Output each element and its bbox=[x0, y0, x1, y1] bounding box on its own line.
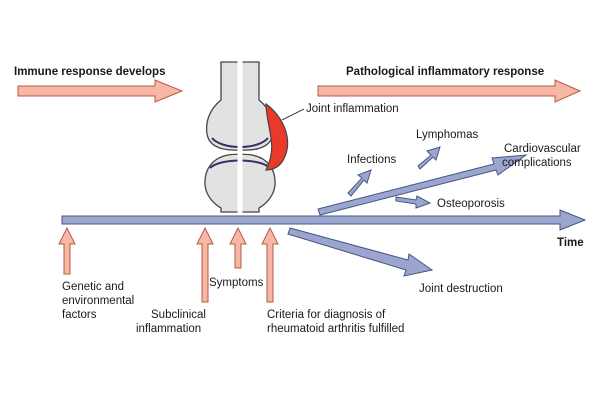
time-axis-label: Time bbox=[557, 237, 584, 249]
pathological-response-arrow bbox=[317, 79, 582, 103]
pathological-response-heading: Pathological inflammatory response bbox=[346, 66, 544, 78]
immune-response-heading: Immune response develops bbox=[14, 66, 165, 78]
joint-destruction-arrow bbox=[287, 227, 434, 277]
lymphomas-label: Lymphomas bbox=[416, 129, 478, 141]
genetic-factors-label: Genetic and environmental factors bbox=[62, 281, 137, 321]
cardiovascular-arrow bbox=[317, 154, 528, 216]
infections-arrow bbox=[347, 169, 372, 197]
infections-label: Infections bbox=[347, 154, 396, 166]
osteoporosis-arrow bbox=[395, 195, 432, 209]
diagnosis-criteria-label: Criteria for diagnosis of rheumatoid art… bbox=[267, 309, 404, 335]
stage-arrow-genetic bbox=[58, 226, 76, 275]
joint-illustration bbox=[204, 60, 289, 215]
immune-response-arrow bbox=[17, 79, 184, 103]
joint-inflammation-pointer bbox=[281, 108, 305, 121]
lymphomas-arrow bbox=[417, 146, 441, 170]
subclinical-inflammation-label: Subclinical inflammation bbox=[136, 309, 209, 335]
joint-destruction-label: Joint destruction bbox=[419, 283, 503, 295]
stage-arrow-subclinical bbox=[196, 226, 214, 303]
symptoms-label: Symptoms bbox=[209, 277, 264, 289]
cardiovascular-complications-label: Cardiovascular complications bbox=[502, 143, 584, 169]
timeline-arrow bbox=[61, 209, 587, 231]
joint-inflammation-label: Joint inflammation bbox=[306, 103, 399, 115]
stage-arrow-symptoms bbox=[229, 226, 247, 269]
stage-arrow-criteria bbox=[261, 226, 279, 303]
osteoporosis-label: Osteoporosis bbox=[437, 198, 505, 210]
